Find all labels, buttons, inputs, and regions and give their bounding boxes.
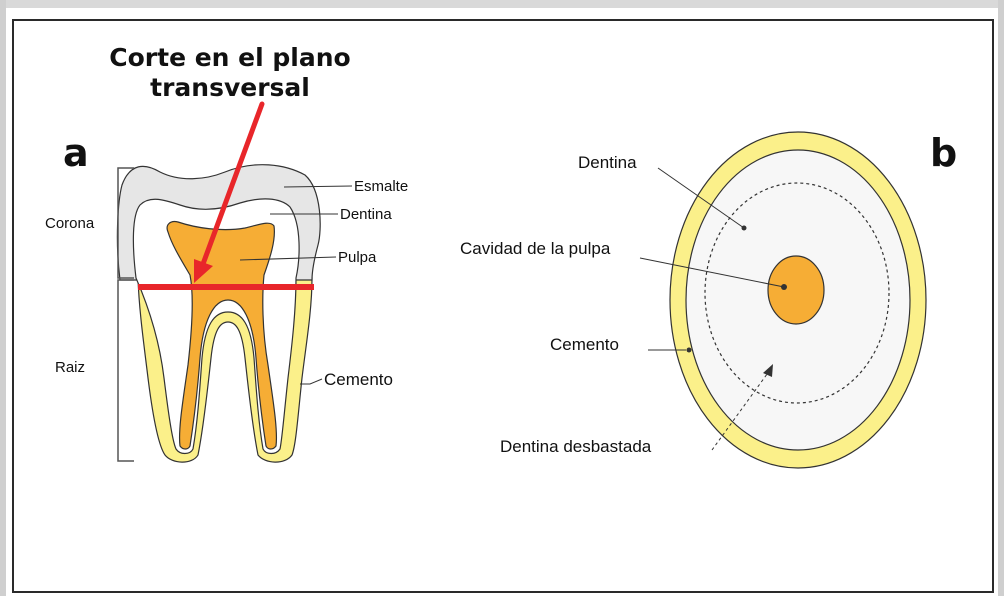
label-dentina-a: Dentina <box>340 206 392 223</box>
panel-b: b Dentina Cavidad de la pulpa Cemento De… <box>460 131 957 469</box>
label-cemento-b: Cemento <box>550 335 619 354</box>
leader-cemento-a <box>300 378 323 385</box>
label-pulpa: Pulpa <box>338 249 377 266</box>
dot-dentina-b <box>741 225 747 231</box>
planed-dentin-boundary <box>704 182 890 404</box>
dot-cemento-b <box>686 347 692 353</box>
dot-cavidad <box>781 284 787 290</box>
right-border <box>998 0 1004 596</box>
top-border <box>0 0 1004 8</box>
cut-arrow-shaft <box>200 101 265 267</box>
cut-plane-line <box>138 284 314 290</box>
panel-a: a Corona Raiz Esmalte Dentina Pulpa Ceme… <box>45 101 408 463</box>
cross-section-pulp <box>767 255 825 325</box>
leader-dentina-b <box>657 167 745 229</box>
label-esmalte: Esmalte <box>354 178 408 195</box>
label-desbastada: Dentina desbastada <box>500 437 652 456</box>
leader-cavidad <box>639 257 785 288</box>
label-dentina-b: Dentina <box>578 153 637 172</box>
leader-pulpa <box>239 256 337 261</box>
panel-a-letter: a <box>63 131 89 175</box>
leader-desbastada <box>711 369 771 451</box>
label-raiz: Raiz <box>55 359 85 376</box>
label-cavidad: Cavidad de la pulpa <box>460 239 611 258</box>
bracket-corona <box>117 167 134 279</box>
left-border <box>0 0 6 596</box>
title-line-2: transversal <box>150 73 310 102</box>
label-corona: Corona <box>45 215 95 232</box>
leader-esmalte <box>283 185 353 188</box>
title-line-1: Corte en el plano <box>109 43 350 72</box>
label-cemento-a: Cemento <box>324 370 393 389</box>
panel-b-letter: b <box>930 131 957 175</box>
cut-arrow-head <box>194 259 213 283</box>
arrowhead-desbastada <box>763 364 773 377</box>
bracket-raiz <box>117 279 134 462</box>
